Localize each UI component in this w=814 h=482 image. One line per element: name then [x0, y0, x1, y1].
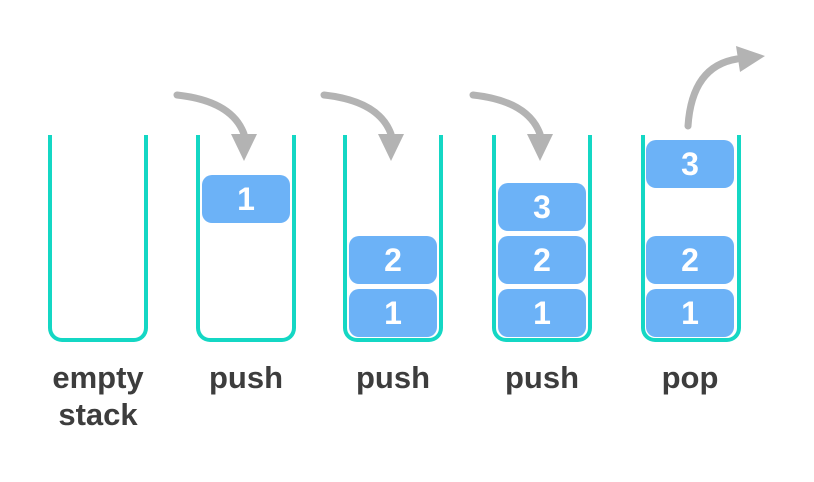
stack-container-3 — [343, 135, 443, 342]
stack-container-1 — [48, 135, 148, 342]
stack-block: 2 — [646, 236, 734, 284]
stack-block: 2 — [349, 236, 437, 284]
stack-label-5: pop — [661, 360, 719, 395]
stack-container-2 — [196, 135, 296, 342]
stack-block: 1 — [646, 289, 734, 337]
stack-label-2: push — [208, 360, 284, 395]
stack-block: 1 — [498, 289, 586, 337]
stack-block: 3 — [498, 183, 586, 231]
stack-block: 1 — [349, 289, 437, 337]
stack-container-4 — [492, 135, 592, 342]
stack-container-5 — [641, 135, 741, 342]
stack-block-popping: 3 — [646, 140, 734, 188]
stack-label-1: empty stack — [52, 360, 144, 432]
pop-arrow-icon — [680, 44, 775, 132]
stack-label-4: push — [504, 360, 580, 395]
stack-label-3: push — [355, 360, 431, 395]
stack-block: 1 — [202, 175, 290, 223]
stack-block: 2 — [498, 236, 586, 284]
